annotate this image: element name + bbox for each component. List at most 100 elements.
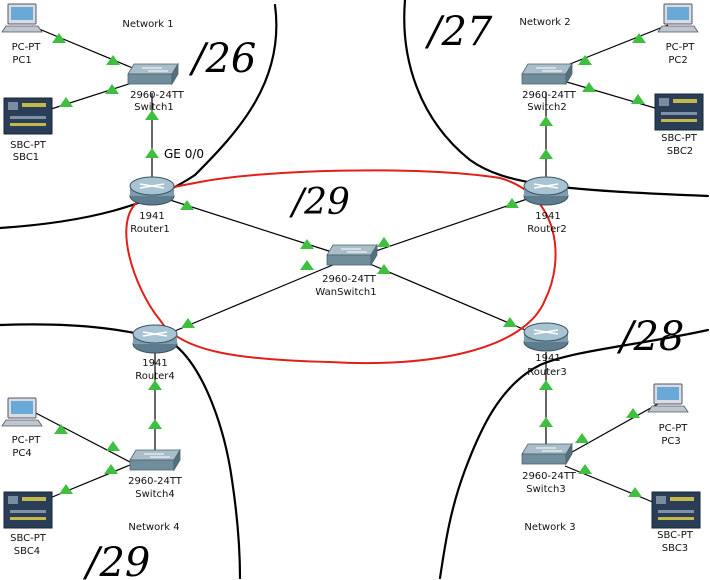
sbc3-type-label: SBC-PT xyxy=(657,530,694,541)
link-up-marker xyxy=(145,148,159,158)
link-up-marker xyxy=(300,239,314,249)
link-pc4-sw4 xyxy=(29,409,131,463)
link-up-marker xyxy=(575,433,589,443)
switch1-type-label: 2960-24TT xyxy=(130,90,185,101)
router1-device[interactable] xyxy=(129,176,175,206)
network-2-label: Network 2 xyxy=(519,17,570,28)
link-pc2-sw2 xyxy=(559,24,669,69)
link-r4-wsw xyxy=(169,263,336,334)
link-up-marker xyxy=(582,82,596,92)
pc1-type-label: PC-PT xyxy=(12,42,42,53)
link-pc3-sw3 xyxy=(564,399,666,457)
sbc1-type-label: SBC-PT xyxy=(10,140,47,151)
link-up-marker xyxy=(539,149,553,159)
router4-device[interactable] xyxy=(132,324,178,354)
link-up-marker xyxy=(181,318,195,328)
router2-name-label: Router2 xyxy=(527,224,567,235)
sbc3-device[interactable] xyxy=(651,491,701,529)
link-up-marker xyxy=(180,200,194,210)
link-up-marker xyxy=(106,441,120,451)
link-up-marker xyxy=(503,317,517,327)
link-up-marker xyxy=(52,33,66,43)
link-up-marker xyxy=(59,484,73,494)
router3-type-label: 1941 xyxy=(535,353,560,364)
link-r3-wsw xyxy=(369,263,531,333)
network-4-label: Network 4 xyxy=(128,522,179,533)
network-1-label: Network 1 xyxy=(122,19,173,30)
sbc4-device[interactable] xyxy=(3,491,53,529)
pc3-device[interactable] xyxy=(647,383,689,413)
switch4-device[interactable] xyxy=(129,448,181,472)
switch2-type-label: 2960-24TT xyxy=(522,90,577,101)
annotation-core-prefix: /29 xyxy=(289,182,350,223)
sbc3-name-label: SBC3 xyxy=(662,543,688,554)
annotation-n2-prefix: /27 xyxy=(424,9,493,55)
wanswitch1-name-label: WanSwitch1 xyxy=(315,287,376,298)
core-highlight-circle xyxy=(125,169,557,365)
switch2-name-label: Switch2 xyxy=(527,102,566,113)
pc3-type-label: PC-PT xyxy=(659,423,689,434)
pc4-name-label: PC4 xyxy=(12,448,31,459)
link-up-marker xyxy=(300,260,314,270)
router4-type-label: 1941 xyxy=(142,358,167,369)
link-up-marker xyxy=(377,264,391,274)
link-up-marker xyxy=(104,464,118,474)
link-up-marker xyxy=(626,408,640,418)
switch4-type-label: 2960-24TT xyxy=(128,476,183,487)
link-up-marker xyxy=(54,424,68,434)
link-up-marker xyxy=(59,97,73,107)
pc3-name-label: PC3 xyxy=(661,436,680,447)
pc4-device[interactable] xyxy=(1,397,43,427)
port-label-ge00: GE 0/0 xyxy=(164,147,204,161)
router1-name-label: Router1 xyxy=(130,224,170,235)
wanswitch1-device[interactable] xyxy=(326,243,378,267)
link-up-marker xyxy=(539,380,553,390)
link-r2-wsw xyxy=(369,197,531,254)
link-sbc3-sw3 xyxy=(564,465,661,506)
pc2-device[interactable] xyxy=(657,3,699,33)
switch3-type-label: 2960-24TT xyxy=(522,471,577,482)
link-up-marker xyxy=(505,198,519,208)
router3-name-label: Router3 xyxy=(527,367,567,378)
wanswitch1-type-label: 2960-24TT xyxy=(322,274,377,285)
link-sbc4-sw4 xyxy=(44,464,131,501)
annotation-n3-prefix: /28 xyxy=(616,314,684,360)
router3-device[interactable] xyxy=(523,322,569,352)
link-up-marker xyxy=(106,55,120,65)
link-up-marker xyxy=(148,380,162,390)
link-up-marker xyxy=(631,94,645,104)
link-up-marker xyxy=(145,110,159,120)
sbc2-device[interactable] xyxy=(654,93,704,131)
pc2-name-label: PC2 xyxy=(668,55,687,66)
router2-device[interactable] xyxy=(523,176,569,206)
router1-type-label: 1941 xyxy=(139,211,164,222)
link-up-marker xyxy=(105,84,119,94)
network-3-label: Network 3 xyxy=(524,522,575,533)
sbc2-name-label: SBC2 xyxy=(667,146,693,157)
pc4-type-label: PC-PT xyxy=(12,435,42,446)
link-up-marker xyxy=(377,237,391,247)
switch2-device[interactable] xyxy=(521,62,573,86)
sbc4-name-label: SBC4 xyxy=(14,546,40,557)
pc1-device[interactable] xyxy=(1,3,43,33)
sbc4-type-label: SBC-PT xyxy=(10,533,47,544)
link-up-marker xyxy=(148,419,162,429)
switch4-name-label: Switch4 xyxy=(135,489,174,500)
link-up-marker xyxy=(578,55,592,65)
boundary-line-n2 xyxy=(403,0,710,198)
link-markers xyxy=(52,33,646,497)
sbc1-name-label: SBC1 xyxy=(13,152,39,163)
pc1-name-label: PC1 xyxy=(12,55,31,66)
switch1-device[interactable] xyxy=(127,62,179,86)
sbc1-device[interactable] xyxy=(3,97,53,135)
pc2-type-label: PC-PT xyxy=(666,42,696,53)
boundary-line-n4 xyxy=(0,323,242,580)
boundary-line-n1 xyxy=(0,3,278,230)
router2-type-label: 1941 xyxy=(535,211,560,222)
switch3-device[interactable] xyxy=(521,442,573,466)
link-up-marker xyxy=(539,417,553,427)
switch3-name-label: Switch3 xyxy=(526,484,565,495)
router4-name-label: Router4 xyxy=(135,371,175,382)
